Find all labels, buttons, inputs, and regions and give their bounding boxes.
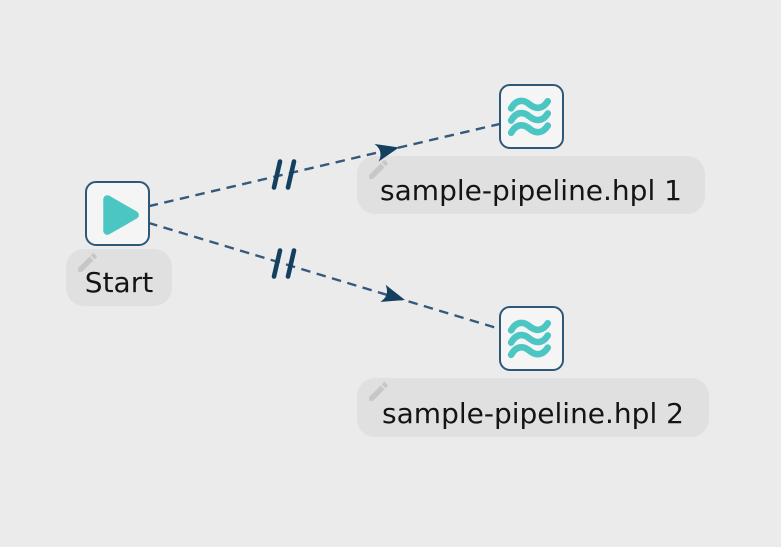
hop-start-to-pipeline-2[interactable] (117, 212, 532, 340)
action-node-pipeline-2[interactable] (499, 306, 564, 371)
edit-pencil-icon (369, 382, 388, 401)
parallel-indicator-icon[interactable] (271, 159, 297, 190)
action-node-start[interactable] (85, 181, 150, 246)
hop-line[interactable] (117, 212, 532, 340)
action-label-pipeline-2[interactable]: sample-pipeline.hpl 2 (357, 378, 709, 437)
parallel-indicator-icon[interactable] (271, 248, 297, 279)
action-label-text: sample-pipeline.hpl 1 (380, 174, 682, 208)
action-label-start[interactable]: Start (66, 249, 172, 306)
edit-pencil-icon (78, 253, 97, 272)
action-label-text: sample-pipeline.hpl 2 (382, 397, 684, 431)
pipeline-waves-icon (507, 319, 552, 359)
pipeline-waves-icon (507, 97, 552, 137)
action-label-pipeline-1[interactable]: sample-pipeline.hpl 1 (357, 156, 705, 214)
hop-arrowhead-icon (380, 284, 405, 302)
play-icon (103, 195, 139, 235)
edit-pencil-icon (369, 160, 388, 179)
action-node-pipeline-1[interactable] (499, 84, 564, 149)
